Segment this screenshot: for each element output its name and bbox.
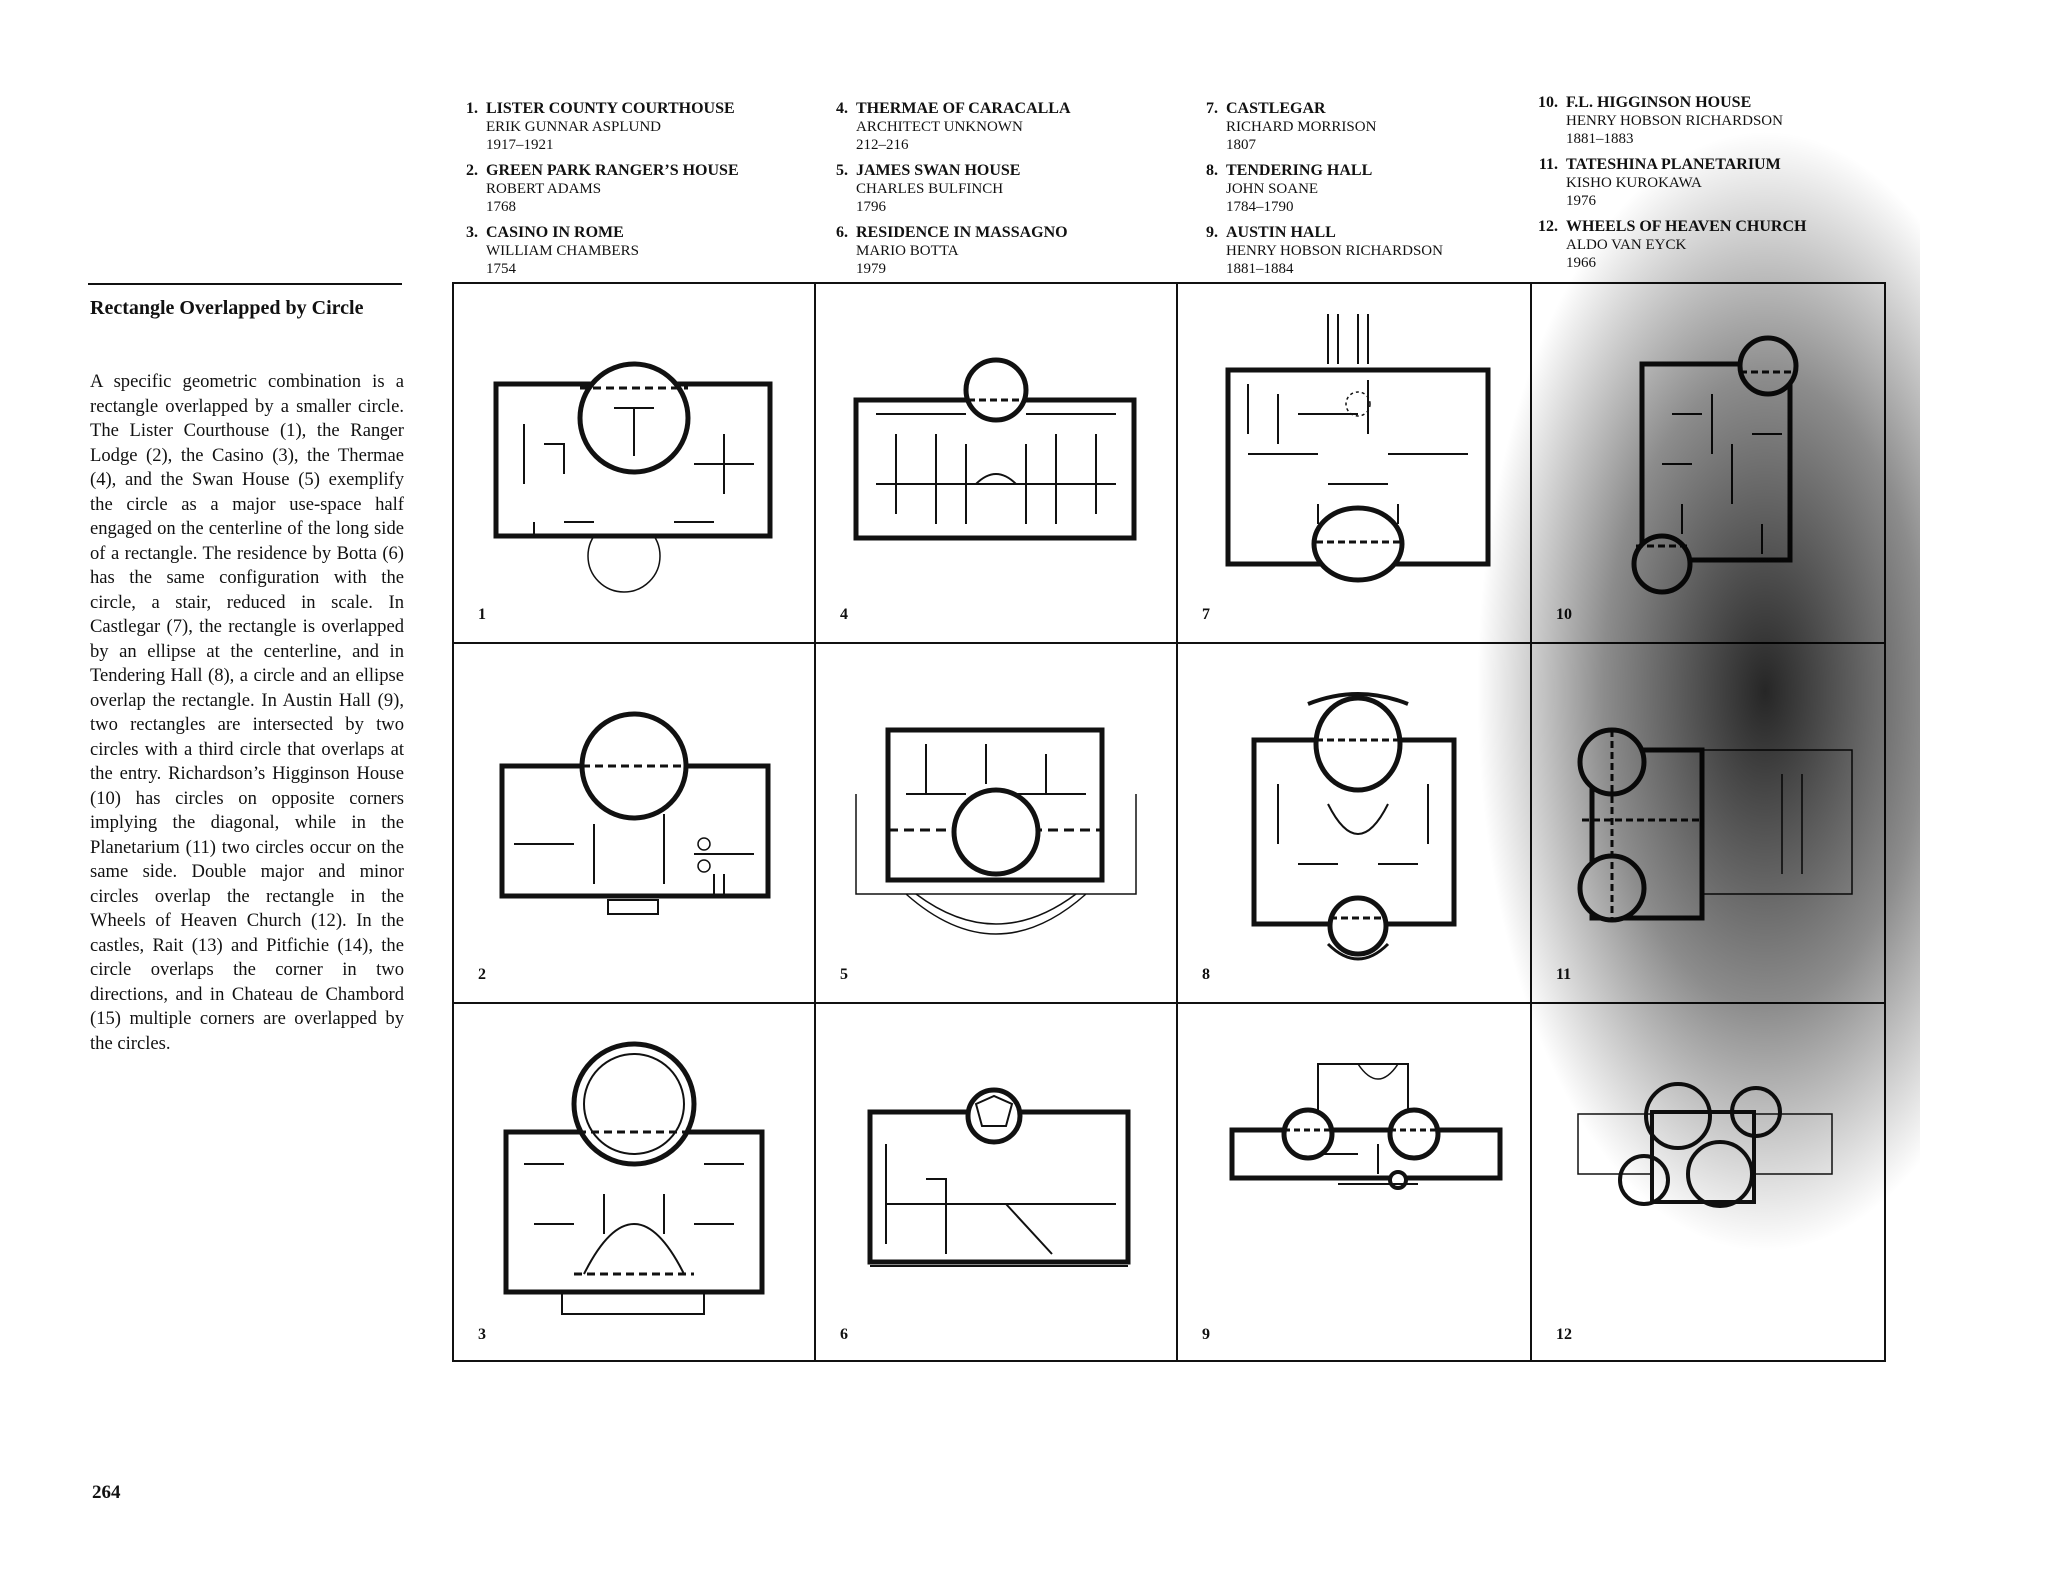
caption-author: ROBERT ADAMS	[486, 181, 602, 197]
caption-title: AUSTIN HALL	[1226, 224, 1336, 241]
caption-date: 1881–1883	[1566, 131, 1634, 147]
caption-title: F.L. HIGGINSON HOUSE	[1566, 94, 1752, 111]
plan-cell-7: 7	[1178, 284, 1532, 644]
caption-title: TENDERING HALL	[1226, 162, 1373, 179]
plan-12-icon	[1577, 1082, 1833, 1208]
plan-cell-4: 4	[816, 284, 1178, 644]
caption-author: ARCHITECT UNKNOWN	[856, 119, 1023, 135]
plan-label: 6	[840, 1326, 848, 1343]
caption-date: 1768	[486, 199, 516, 215]
section-title: Rectangle Overlapped by Circle	[90, 297, 364, 319]
plan-label: 7	[1202, 606, 1210, 623]
caption-date: 1796	[856, 199, 886, 215]
plan-cell-6: 6	[816, 1004, 1178, 1362]
plan-cell-8: 8	[1178, 644, 1532, 1004]
caption-author: WILLIAM CHAMBERS	[486, 243, 639, 259]
caption-author: MARIO BOTTA	[856, 243, 959, 259]
caption-title: JAMES SWAN HOUSE	[856, 162, 1021, 179]
plan-2-icon	[499, 711, 771, 915]
caption-author: ERIK GUNNAR ASPLUND	[486, 119, 662, 135]
plan-label: 11	[1556, 966, 1572, 983]
caption-date: 1807	[1226, 137, 1256, 153]
caption-date: 1881–1884	[1226, 261, 1294, 277]
caption-title: WHEELS OF HEAVEN CHURCH	[1566, 218, 1807, 235]
caption-author: ALDO VAN EYCK	[1566, 237, 1687, 253]
caption-title: LISTER COUNTY COURTHOUSE	[486, 100, 735, 117]
plans-grid: 1 4 7 10	[452, 282, 1886, 1362]
plan-label: 4	[840, 606, 848, 623]
caption-date: 1917–1921	[486, 137, 554, 153]
section-body: A specific geometric combination is a re…	[90, 371, 404, 1054]
caption-date: 1754	[486, 261, 516, 277]
plan-cell-11: 11	[1532, 644, 1886, 1004]
caption-author: HENRY HOBSON RICHARDSON	[1566, 113, 1783, 129]
caption-date: 1979	[856, 261, 886, 277]
plan-label: 10	[1556, 606, 1572, 623]
plan-11-icon	[1577, 727, 1853, 923]
plan-cell-5: 5	[816, 644, 1178, 1004]
plan-cell-1: 1	[454, 284, 816, 644]
plan-label: 12	[1556, 1326, 1572, 1343]
plan-cell-12: 12	[1532, 1004, 1886, 1362]
caption-title: RESIDENCE IN MASSAGNO	[856, 224, 1068, 241]
caption-title: THERMAE OF CARACALLA	[856, 100, 1071, 117]
plan-7-icon	[1225, 314, 1491, 583]
caption-date: 212–216	[856, 137, 909, 153]
caption-author: CHARLES BULFINCH	[856, 181, 1004, 197]
caption-title: CASINO IN ROME	[486, 224, 624, 241]
caption-author: JOHN SOANE	[1226, 181, 1319, 197]
plan-6-icon	[867, 1087, 1131, 1267]
page-number: 264	[92, 1482, 121, 1503]
plan-8-icon	[1251, 692, 1457, 961]
plan-label: 8	[1202, 966, 1210, 983]
plan-cell-3: 3	[454, 1004, 816, 1362]
plan-cell-2: 2	[454, 644, 816, 1004]
caption-title: TATESHINA PLANETARIUM	[1566, 156, 1781, 173]
caption-author: KISHO KUROKAWA	[1566, 175, 1702, 191]
plan-label: 2	[478, 966, 486, 983]
caption-date: 1784–1790	[1226, 199, 1294, 215]
caption-author: RICHARD MORRISON	[1226, 119, 1377, 135]
plan-label: 1	[478, 606, 486, 623]
plan-9-icon	[1229, 1063, 1503, 1190]
caption-title: GREEN PARK RANGER’S HOUSE	[486, 162, 739, 179]
plan-5-icon	[855, 727, 1137, 935]
plan-cell-9: 9	[1178, 1004, 1532, 1362]
caption-title: CASTLEGAR	[1226, 100, 1326, 117]
plan-1-icon	[493, 361, 773, 593]
plan-10-icon	[1631, 335, 1799, 595]
plan-4-icon	[853, 357, 1137, 541]
caption-date: 1976	[1566, 193, 1596, 209]
plan-label: 9	[1202, 1326, 1210, 1343]
caption-author: HENRY HOBSON RICHARDSON	[1226, 243, 1443, 259]
section-rule	[88, 283, 402, 285]
plan-3-icon	[503, 1041, 765, 1315]
plan-label: 3	[478, 1326, 486, 1343]
caption-date: 1966	[1566, 255, 1596, 271]
plan-label: 5	[840, 966, 848, 983]
plan-cell-10: 10	[1532, 284, 1886, 644]
